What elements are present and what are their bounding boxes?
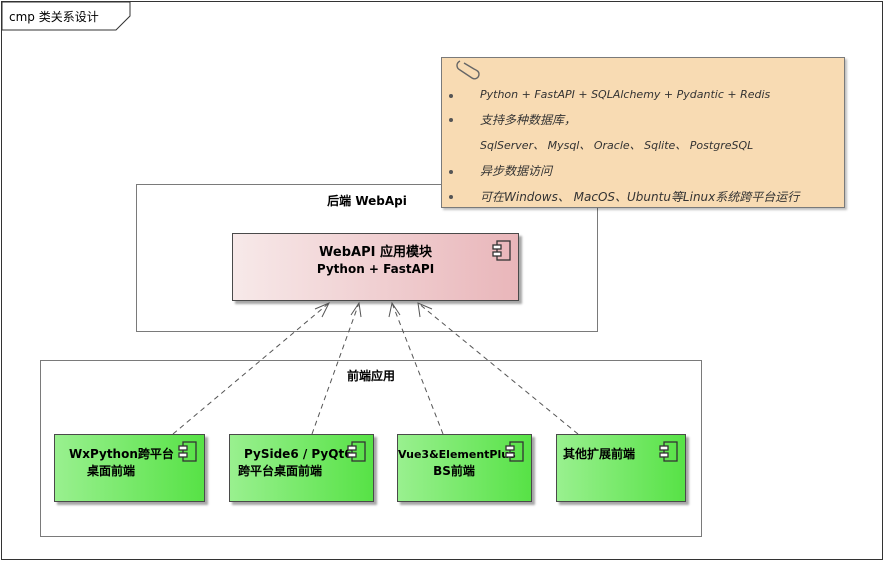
pyside-frontend-line2: 跨平台桌面前端	[238, 464, 323, 478]
dependency-wxpython	[172, 302, 330, 435]
vue-frontend-line2: BS前端	[433, 464, 475, 478]
pyside-frontend-component[interactable]: PySide6 / PyQt6 跨平台桌面前端	[229, 434, 374, 502]
arrowhead-other	[417, 302, 433, 318]
dependency-vue	[391, 302, 444, 435]
wxpython-frontend-line1: WxPython跨平台	[69, 447, 174, 461]
wxpython-frontend-component[interactable]: WxPython跨平台 桌面前端	[54, 434, 205, 502]
diagram-tab	[2, 2, 131, 31]
note-line-async: 异步数据访问	[480, 164, 553, 178]
dependency-pyside	[311, 302, 360, 435]
wxpython-frontend-line2: 桌面前端	[87, 464, 136, 478]
webapi-component-stack: Python + FastAPI	[316, 262, 435, 276]
component-icon	[505, 441, 524, 462]
frontend-package[interactable]: 前端应用	[40, 360, 702, 537]
component-icon	[659, 441, 678, 462]
arrowhead-wxpython	[314, 302, 331, 318]
vue-frontend-line1: Vue3&ElementPlus	[398, 448, 516, 461]
frontend-package-title: 前端应用	[346, 369, 395, 383]
arrowhead-vue	[388, 301, 401, 318]
tech-stack-note[interactable]: Python + FastAPI + SQLAlchemy + Pydantic…	[441, 57, 845, 208]
note-line-stack: Python + FastAPI + SQLAlchemy + Pydantic…	[480, 88, 771, 101]
webapi-component-name: WebAPI 应用模块	[319, 245, 432, 260]
component-icon	[347, 441, 366, 462]
vue-frontend-component[interactable]: Vue3&ElementPlus BS前端	[397, 434, 532, 502]
note-line-db-list: SqlServer、 Mysql、 Oracle、 Sqlite、 Postgr…	[480, 139, 754, 152]
note-line-multi-db: 支持多种数据库，	[480, 113, 577, 127]
webapi-component[interactable]: WebAPI 应用模块 Python + FastAPI	[232, 233, 519, 301]
diagram-title: cmp 类关系设计	[9, 10, 99, 24]
component-icon	[178, 441, 197, 462]
component-icon	[492, 240, 511, 261]
backend-package-title: 后端 WebApi	[327, 194, 407, 208]
dependency-other	[417, 302, 579, 435]
paperclip-icon	[456, 60, 480, 80]
arrowhead-pyside	[350, 301, 362, 318]
pyside-frontend-line1: PySide6 / PyQt6	[244, 447, 353, 461]
backend-package[interactable]: 后端 WebApi	[136, 184, 598, 332]
other-frontend-component[interactable]: 其他扩展前端	[556, 434, 686, 502]
other-frontend-line1: 其他扩展前端	[563, 447, 636, 461]
note-line-cross-platform: 可在Windows、 MacOS、Ubuntu等Linux系统跨平台运行	[480, 190, 800, 204]
